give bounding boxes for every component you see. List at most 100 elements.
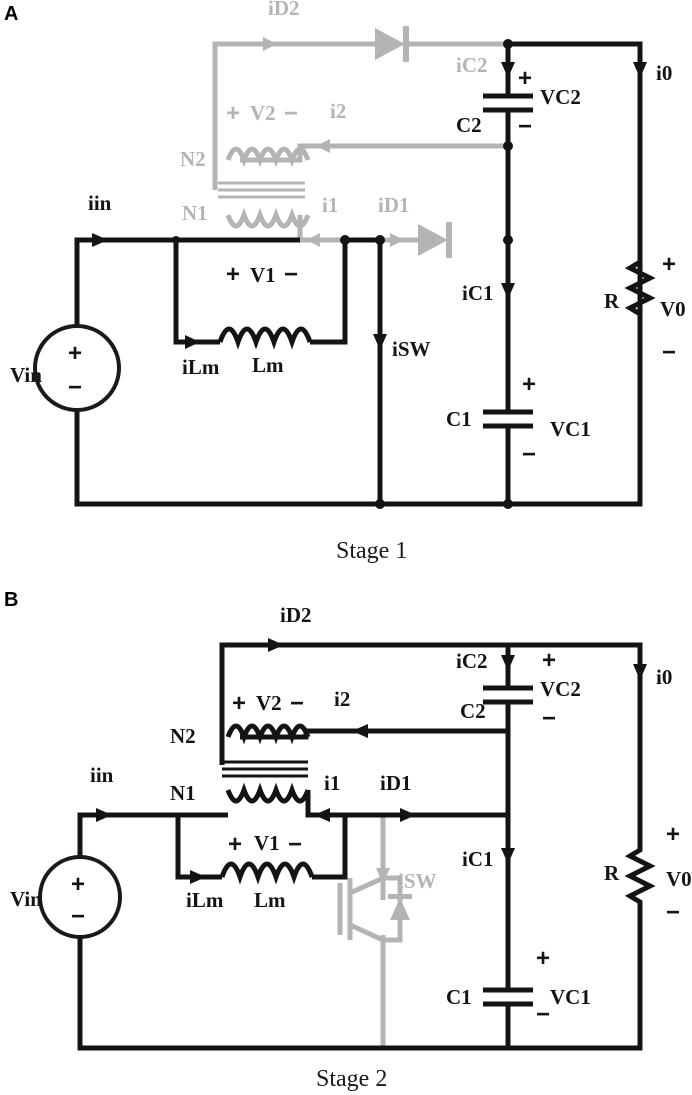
inductor-lm bbox=[217, 326, 313, 350]
secondary-winding bbox=[225, 723, 311, 745]
label-iD2: iD2 bbox=[280, 603, 312, 627]
igbt-diode bbox=[390, 898, 410, 920]
wire-lm-return bbox=[310, 237, 380, 345]
label-iSW: iSW bbox=[398, 869, 437, 893]
panel-label-a: A bbox=[4, 3, 18, 25]
label-i1: i1 bbox=[324, 771, 340, 795]
wire-input-top bbox=[74, 237, 300, 325]
label-iSW: iSW bbox=[392, 337, 431, 361]
arrow-i2 bbox=[352, 724, 368, 738]
label-r: R bbox=[604, 861, 620, 885]
label-i0: i0 bbox=[656, 665, 672, 689]
label-iD1: iD1 bbox=[378, 193, 410, 217]
arrow-iC2 bbox=[501, 62, 515, 78]
arrow-iin bbox=[96, 808, 112, 822]
secondary-winding bbox=[225, 146, 311, 168]
sign-v0-plus: + bbox=[662, 251, 676, 278]
primary-winding bbox=[225, 782, 311, 804]
diode-d1 bbox=[418, 224, 448, 256]
sign-v2-plus: + bbox=[232, 690, 246, 717]
sign-v0-minus: − bbox=[666, 899, 680, 926]
label-lm: Lm bbox=[252, 353, 284, 377]
sign-vc2-minus: − bbox=[542, 705, 556, 732]
label-c2: C2 bbox=[460, 699, 486, 723]
label-iC1: iC1 bbox=[462, 281, 494, 305]
label-iC2: iC2 bbox=[456, 53, 488, 77]
label-i1: i1 bbox=[322, 193, 338, 217]
node-switch bbox=[375, 235, 385, 245]
label-lm: Lm bbox=[254, 888, 286, 912]
label-v2: V2 bbox=[250, 101, 276, 125]
resistor-r bbox=[624, 248, 656, 330]
caption-stage-1: Stage 1 bbox=[336, 538, 407, 564]
wire-lm-branch bbox=[175, 815, 222, 880]
label-iC1: iC1 bbox=[462, 847, 494, 871]
label-vc1: VC1 bbox=[550, 985, 591, 1009]
label-iD2: iD2 bbox=[268, 0, 300, 20]
node-c1-bottom bbox=[503, 499, 513, 509]
label-i2: i2 bbox=[330, 99, 346, 123]
sign-v0-plus: + bbox=[666, 821, 680, 848]
inactive-switch bbox=[337, 815, 403, 1048]
node-i2 bbox=[503, 141, 513, 151]
arrow-iC2 bbox=[501, 655, 515, 671]
wire-lm-return bbox=[312, 815, 348, 880]
label-n2: N2 bbox=[170, 724, 196, 748]
wire-secondary-top bbox=[212, 41, 375, 190]
sign-v2-minus: − bbox=[290, 690, 304, 717]
sign-v2-plus: + bbox=[226, 100, 240, 127]
active-branch bbox=[77, 642, 656, 1051]
igbt-emitter bbox=[348, 922, 385, 943]
label-iLm: iLm bbox=[186, 888, 224, 912]
label-n2: N2 bbox=[180, 147, 206, 171]
label-v1: V1 bbox=[250, 263, 276, 287]
label-iin: iin bbox=[88, 191, 112, 215]
panel-label-b: B bbox=[4, 589, 18, 611]
sign-v2-minus: − bbox=[284, 100, 298, 127]
arrow-iD1 bbox=[390, 233, 404, 247]
arrow-i0 bbox=[633, 664, 647, 680]
wire-lm-branch bbox=[173, 240, 220, 345]
arrow-iLm bbox=[190, 870, 206, 884]
label-v1: V1 bbox=[254, 831, 280, 855]
igbt-diode-bar bbox=[388, 894, 412, 899]
sign-v1-minus: − bbox=[284, 261, 298, 288]
sign-vc1-minus: − bbox=[522, 441, 536, 468]
label-iLm: iLm bbox=[182, 355, 220, 379]
wire-input-bottom bbox=[74, 41, 643, 507]
label-i0: i0 bbox=[656, 61, 672, 85]
vin-plus: + bbox=[68, 340, 82, 367]
label-c1: C1 bbox=[446, 985, 472, 1009]
primary-winding bbox=[225, 207, 311, 229]
diode-d2 bbox=[375, 28, 405, 60]
sign-v0-minus: − bbox=[662, 339, 676, 366]
sign-vc2-plus: + bbox=[542, 647, 556, 674]
sign-vc2-plus: + bbox=[518, 65, 532, 92]
label-vin: Vin bbox=[10, 887, 42, 911]
diode-d1-bar bbox=[446, 222, 452, 258]
arrow-iSW bbox=[373, 334, 387, 350]
vin-plus: + bbox=[71, 871, 85, 898]
arrow-iD2 bbox=[268, 638, 284, 652]
sign-vc1-minus: − bbox=[536, 1001, 550, 1028]
node-top-right bbox=[503, 39, 513, 49]
sign-vc1-plus: + bbox=[522, 371, 536, 398]
resistor-r bbox=[624, 838, 656, 920]
sign-v1-plus: + bbox=[228, 831, 242, 858]
arrow-i2 bbox=[316, 139, 330, 153]
arrow-iD1 bbox=[400, 808, 416, 822]
label-iin: iin bbox=[90, 763, 114, 787]
label-vc2: VC2 bbox=[540, 677, 581, 701]
node-lm bbox=[172, 236, 180, 244]
arrow-iLm bbox=[185, 335, 200, 349]
label-n1: N1 bbox=[170, 781, 196, 805]
wire-i2-return bbox=[240, 143, 508, 163]
sign-v1-minus: − bbox=[288, 831, 302, 858]
label-vc1: VC1 bbox=[550, 417, 591, 441]
sign-v1-plus: + bbox=[226, 261, 240, 288]
label-v0: V0 bbox=[666, 867, 692, 891]
label-v2: V2 bbox=[256, 691, 282, 715]
label-i2: i2 bbox=[334, 687, 350, 711]
sign-vc2-minus: − bbox=[518, 113, 532, 140]
